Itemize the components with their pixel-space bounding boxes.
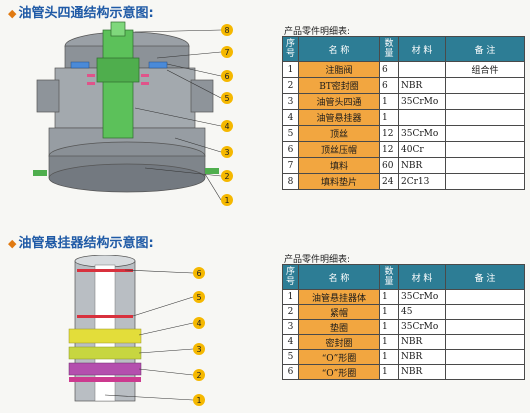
col-seq: 序号 <box>282 264 299 290</box>
section1-table-caption: 产品零件明细表: <box>284 27 351 37</box>
col-qty: 数量 <box>379 264 399 290</box>
bullet-icon: ◆ <box>8 7 17 20</box>
section1-title: ◆油管头四通结构示意图: <box>8 6 154 21</box>
callout-6-label: 6 <box>224 72 229 81</box>
bullet-icon: ◆ <box>8 237 17 250</box>
callout-7-label: 7 <box>224 48 229 57</box>
callout-6 <box>221 70 233 82</box>
callout-6-label: 6 <box>196 269 201 278</box>
callout-1 <box>221 194 233 206</box>
callout-2 <box>221 170 233 182</box>
callout-2-label: 2 <box>224 172 229 181</box>
callout-3-label: 3 <box>224 148 229 157</box>
callout-8 <box>221 24 233 36</box>
callout-4 <box>193 317 205 329</box>
callout-5-label: 5 <box>196 293 201 302</box>
col-material: 材 料 <box>398 264 446 290</box>
callout-4-label: 4 <box>196 319 201 328</box>
callout-3 <box>221 146 233 158</box>
callout-6 <box>193 267 205 279</box>
callout-5 <box>193 291 205 303</box>
section2-title: ◆油管悬挂器结构示意图: <box>8 236 154 251</box>
col-material: 材 料 <box>398 36 446 62</box>
callout-5-label: 5 <box>224 94 229 103</box>
callout-8-label: 8 <box>224 26 229 35</box>
tubing-hanger-diagram: 6 5 4 3 2 1 <box>68 255 205 406</box>
callout-4 <box>221 120 233 132</box>
callout-1-label: 1 <box>196 396 201 405</box>
col-qty: 数量 <box>379 36 399 62</box>
col-name: 名 称 <box>298 264 380 290</box>
col-seq: 序号 <box>282 36 299 62</box>
callout-2-label: 2 <box>196 371 201 380</box>
callout-1 <box>193 394 205 406</box>
callout-3 <box>193 343 205 355</box>
table-header-row: 序号 名 称 数量 材 料 备 注 <box>282 36 525 62</box>
callout-4-label: 4 <box>224 122 229 131</box>
col-name: 名 称 <box>298 36 380 62</box>
callout-5 <box>221 92 233 104</box>
callout-2 <box>193 369 205 381</box>
col-note: 备 注 <box>445 264 525 290</box>
col-note: 备 注 <box>445 36 525 62</box>
callout-7 <box>221 46 233 58</box>
callout-1-label: 1 <box>224 196 229 205</box>
section2-table-caption: 产品零件明细表: <box>284 255 351 265</box>
callout-3-label: 3 <box>196 345 201 354</box>
table-header-row: 序号 名 称 数量 材 料 备 注 <box>282 264 525 290</box>
tubing-head-spool-diagram: 8 7 6 5 4 3 2 1 <box>33 21 233 206</box>
